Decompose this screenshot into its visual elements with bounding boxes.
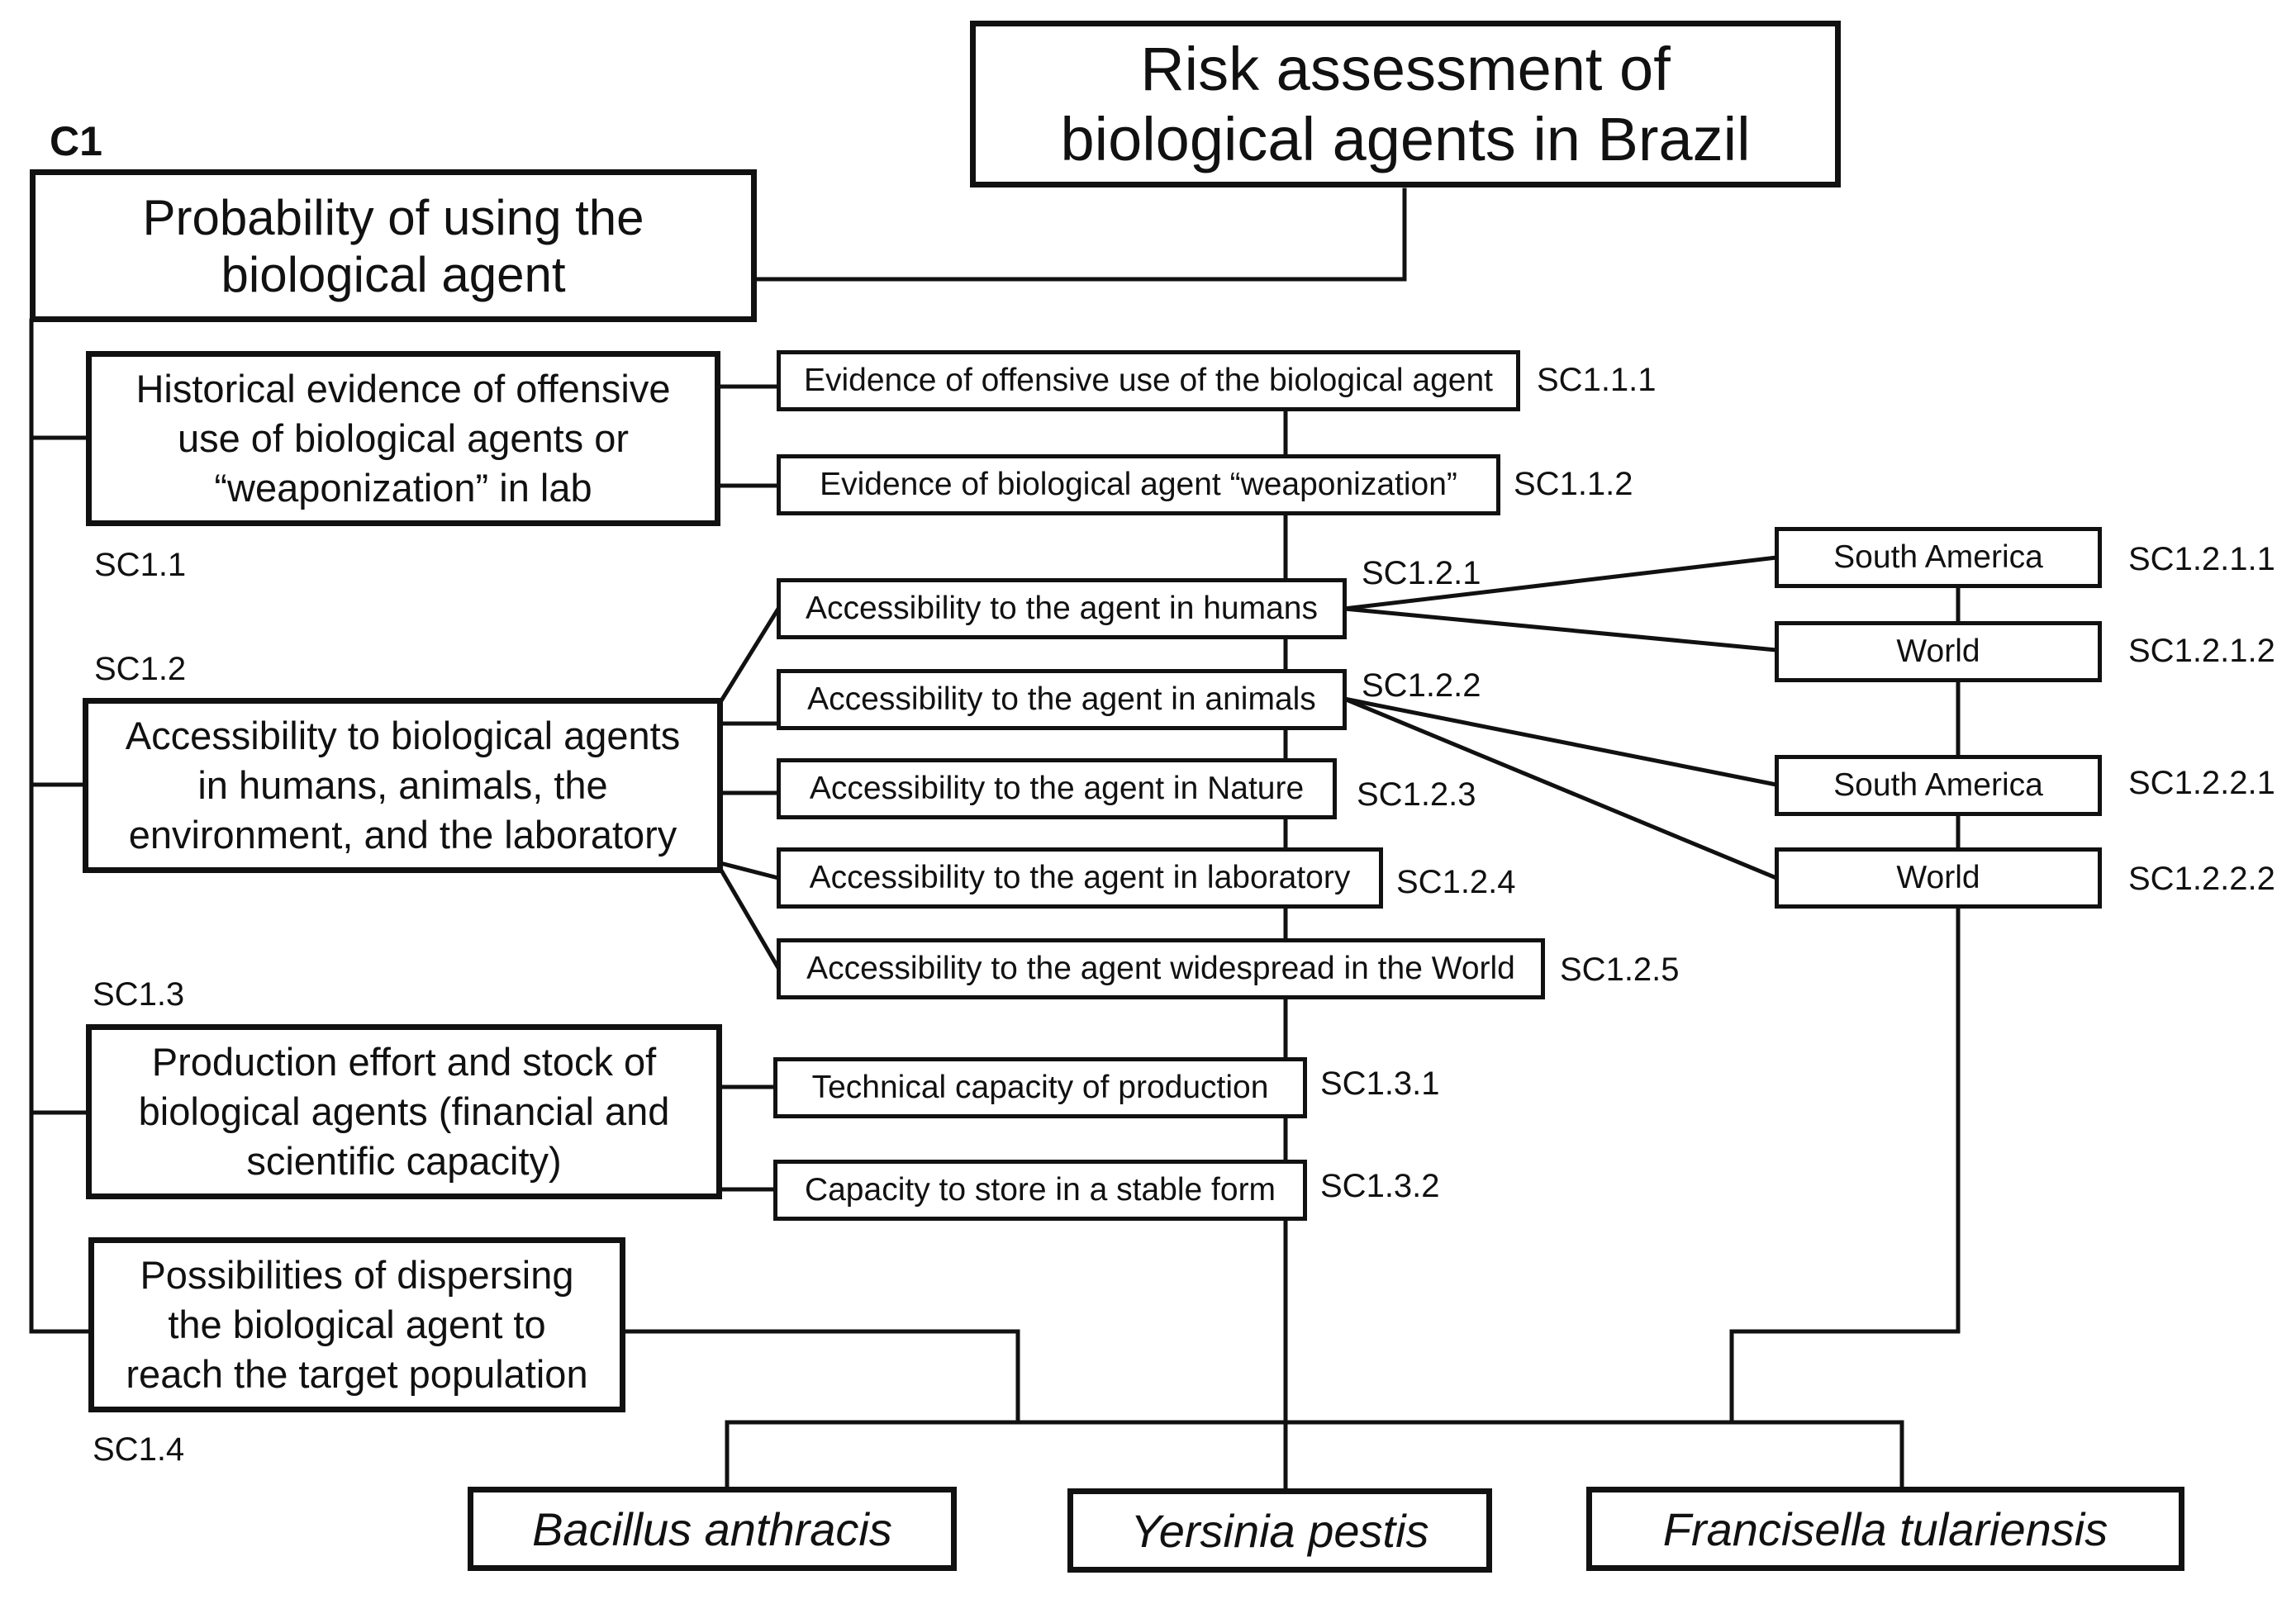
alternative-box-bacillus-anthracis: Bacillus anthracis: [468, 1487, 957, 1571]
sc121-to-region-sa-line: [1342, 555, 1779, 611]
subcriterion-box-sc13: Production effort and stock of biologica…: [86, 1024, 722, 1199]
indicator-box-sc132: Capacity to store in a stable form: [773, 1160, 1307, 1221]
criterion-box: Probability of using the biological agen…: [30, 169, 757, 322]
indicator-code-sc123: SC1.2.3: [1357, 776, 1476, 813]
indicator-box-sc131: Technical capacity of production: [773, 1057, 1307, 1118]
subcriterion-box-sc11: Historical evidence of offensive use of …: [86, 351, 720, 526]
indicator-box-sc112: Evidence of biological agent “weaponizat…: [777, 454, 1500, 515]
indicator-code-sc131: SC1.3.1: [1320, 1065, 1440, 1102]
criterion-code: C1: [50, 118, 102, 164]
sc14-to-alternatives-line: [620, 1329, 1020, 1425]
region-code-sc1211: SC1.2.1.1: [2128, 541, 2275, 577]
region-code-sc1221: SC1.2.2.1: [2128, 765, 2275, 801]
root-to-criterion-line: [752, 187, 1407, 282]
subcriterion-code-sc13: SC1.3: [93, 976, 185, 1013]
indicator-box-sc121: Accessibility to the agent in humans: [777, 578, 1347, 639]
region-box-sc1221: South America: [1775, 755, 2102, 816]
alternative-box-yersinia-pestis: Yersinia pestis: [1067, 1488, 1492, 1573]
sc121-to-region-world-line: [1342, 606, 1779, 653]
sc12-to-sc125-line: [717, 866, 782, 971]
goal-box: Risk assessment of biological agents in …: [970, 21, 1841, 187]
indicator-code-sc121: SC1.2.1: [1362, 555, 1481, 591]
subcriterion-code-sc12: SC1.2: [94, 651, 187, 687]
subcriterion-code-sc11: SC1.1: [94, 547, 187, 583]
indicator-box-sc125: Accessibility to the agent widespread in…: [777, 938, 1545, 999]
indicator-code-sc132: SC1.3.2: [1320, 1168, 1440, 1204]
subcriterion-code-sc14: SC1.4: [93, 1431, 185, 1468]
indicator-code-sc112: SC1.1.2: [1514, 466, 1633, 502]
alternative-box-francisella-tulariensis: Francisella tulariensis: [1586, 1487, 2184, 1571]
indicator-code-sc125: SC1.2.5: [1560, 951, 1680, 988]
indicator-box-sc122: Accessibility to the agent in animals: [777, 669, 1347, 730]
region-code-sc1212: SC1.2.1.2: [2128, 633, 2275, 669]
sc12-to-sc124-line: [717, 860, 782, 881]
region-box-sc1211: South America: [1775, 527, 2102, 588]
indicator-box-sc124: Accessibility to the agent in laboratory: [777, 847, 1383, 909]
indicator-box-sc111: Evidence of offensive use of the biologi…: [777, 350, 1520, 411]
subcriterion-box-sc12: Accessibility to biological agents in hu…: [83, 698, 723, 873]
indicator-box-sc123: Accessibility to the agent in Nature: [777, 758, 1337, 819]
indicator-code-sc111: SC1.1.1: [1537, 362, 1657, 398]
subcriterion-box-sc14: Possibilities of dispersing the biologic…: [88, 1237, 625, 1412]
sc12-to-sc121-line: [717, 605, 782, 705]
region-box-sc1222: World: [1775, 847, 2102, 909]
region-box-sc1212: World: [1775, 621, 2102, 682]
sc122-to-region-sa-line: [1342, 696, 1779, 787]
indicator-code-sc122: SC1.2.2: [1362, 667, 1481, 704]
sc122-to-region-world-line: [1341, 695, 1780, 881]
indicator-code-sc124: SC1.2.4: [1396, 864, 1516, 900]
region-spine-line: [1729, 584, 1961, 1425]
region-code-sc1222: SC1.2.2.2: [2128, 861, 2275, 897]
